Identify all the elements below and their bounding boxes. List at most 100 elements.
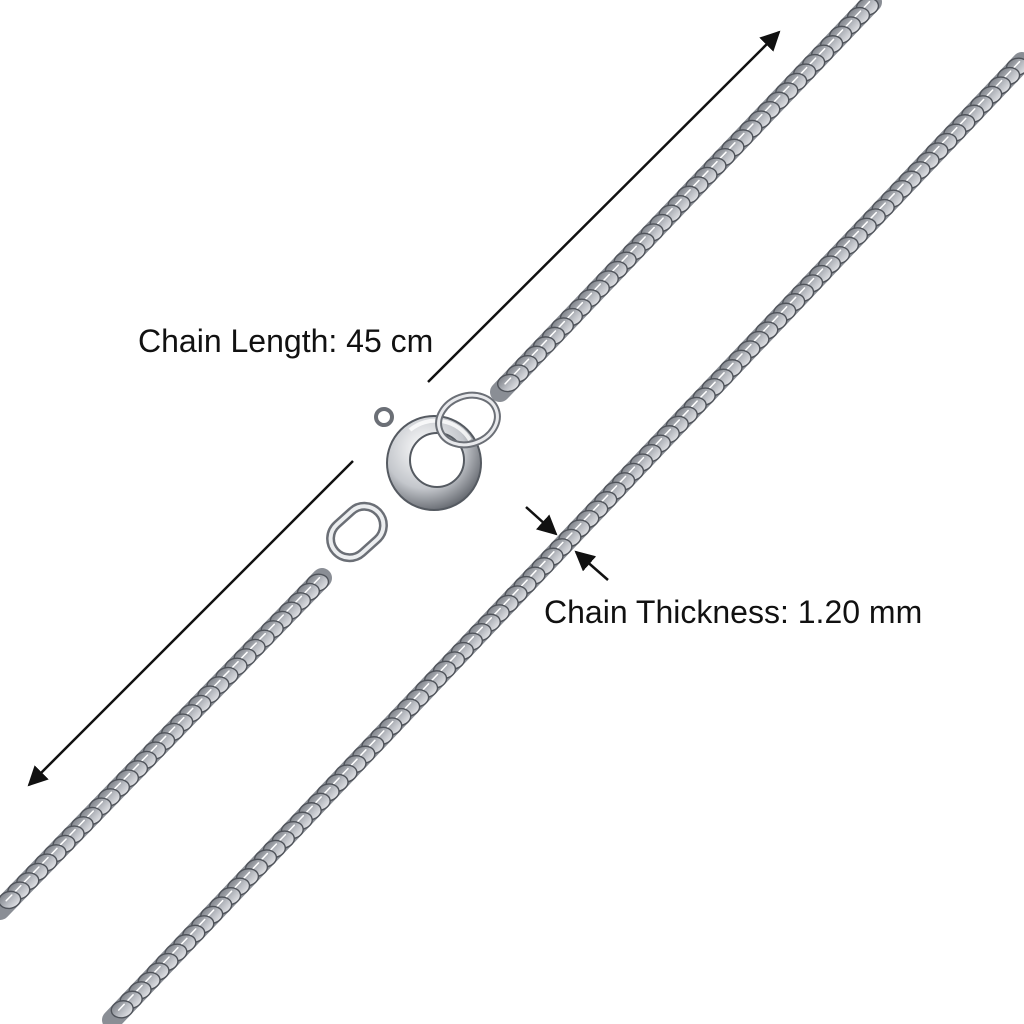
chain-highlight — [261, 852, 269, 861]
chain-highlight — [314, 796, 322, 804]
chain-highlight — [878, 202, 886, 210]
chain-highlight — [896, 183, 904, 191]
chain-highlight — [791, 76, 799, 84]
chain-highlight — [807, 277, 815, 286]
chain-highlight — [225, 890, 233, 898]
chain-highlight — [114, 782, 122, 790]
chain-highlight — [198, 918, 206, 926]
chain-thickness-label: Chain Thickness: 1.20 mm — [544, 594, 923, 630]
chain-link — [110, 1000, 134, 1019]
chain-highlight — [431, 673, 439, 681]
chain-highlight — [612, 264, 620, 272]
chain-highlight — [5, 894, 13, 902]
chain-highlight — [585, 292, 593, 300]
jump-ring — [435, 391, 501, 449]
chain-highlight — [656, 217, 664, 225]
chain-highlight — [189, 928, 197, 936]
chain-highlight — [637, 456, 645, 465]
chain-highlight — [1013, 60, 1021, 69]
chain-link — [496, 373, 521, 393]
chain-highlight — [86, 810, 95, 818]
chain-highlight — [520, 579, 528, 587]
chain-highlight — [279, 833, 287, 842]
chain-highlight — [646, 447, 654, 455]
chain-length-label: Chain Length: 45 cm — [138, 323, 434, 359]
chain-link — [0, 890, 22, 910]
chain-highlight — [620, 254, 629, 263]
chain-highlight — [23, 875, 31, 883]
chain-highlight — [728, 142, 736, 150]
chain-highlight — [764, 104, 772, 112]
chain-highlight — [529, 569, 537, 578]
thickness-arrows — [525, 506, 609, 581]
chain-highlight — [818, 47, 826, 56]
chain-highlight — [95, 800, 104, 809]
chain-highlight — [827, 38, 835, 46]
chain-highlight — [252, 862, 260, 870]
chain-highlight — [565, 532, 573, 540]
chain-highlight — [216, 899, 224, 908]
spring-ring-clasp — [374, 407, 482, 511]
chain-highlight — [68, 828, 76, 837]
chain-highlight — [665, 207, 673, 216]
chain-strand-lower — [0, 568, 332, 920]
chain-highlight — [295, 595, 303, 603]
chain-highlight — [825, 258, 833, 267]
chain-highlight — [854, 10, 862, 18]
chain-highlight — [683, 189, 691, 197]
chain-highlight — [914, 164, 922, 172]
chain-highlight — [270, 843, 278, 851]
chain-highlight — [610, 485, 618, 493]
chain-highlight — [647, 226, 655, 235]
chain-highlight — [692, 179, 700, 187]
chain-highlight — [717, 372, 725, 380]
chain-highlight — [845, 19, 853, 28]
chain-highlight — [141, 754, 149, 762]
chain-strand-upper — [490, 0, 882, 402]
chain-highlight — [887, 192, 895, 201]
chain-highlight — [50, 847, 58, 855]
chain-highlight — [567, 311, 575, 319]
chain-highlight — [485, 617, 493, 625]
chain-highlight — [968, 108, 976, 116]
chain-highlight — [313, 576, 321, 585]
chain-highlight — [422, 683, 430, 691]
chain-highlight — [746, 123, 754, 131]
chain-highlight — [726, 362, 734, 370]
chain-highlight — [449, 654, 457, 663]
chain-highlight — [144, 975, 152, 983]
chain-highlight — [186, 707, 194, 715]
chain-highlight — [243, 871, 251, 879]
chain-highlight — [159, 735, 167, 743]
chain-highlight — [350, 758, 358, 766]
chain-highlight — [601, 494, 609, 502]
chain-highlight — [905, 174, 913, 182]
chain-highlight — [135, 984, 143, 992]
chain-highlight — [592, 503, 600, 512]
chain-highlight — [690, 400, 698, 408]
chain-highlight — [504, 377, 512, 385]
chain-highlight — [368, 739, 376, 747]
chain-highlight — [77, 819, 85, 827]
chain-highlight — [177, 716, 185, 725]
chain-highlight — [719, 151, 727, 159]
chain-highlight — [576, 301, 584, 310]
chain-strand-right — [102, 52, 1024, 1024]
chain-highlight — [386, 720, 394, 729]
chain-highlight — [594, 283, 602, 291]
chain-highlight — [619, 475, 627, 483]
chain-highlight — [522, 358, 530, 366]
chain-highlight — [249, 642, 257, 650]
chain-highlight — [440, 664, 448, 672]
chain-highlight — [123, 772, 131, 781]
chain-highlight — [332, 777, 340, 785]
chain-highlight — [834, 249, 842, 257]
chain-highlight — [800, 66, 808, 75]
chain-highlight — [341, 767, 349, 776]
chain-highlight — [628, 466, 636, 474]
chain-highlight — [699, 390, 707, 399]
chain-highlight — [762, 324, 770, 333]
chain-highlight — [755, 113, 763, 122]
chain-highlight — [863, 0, 871, 9]
